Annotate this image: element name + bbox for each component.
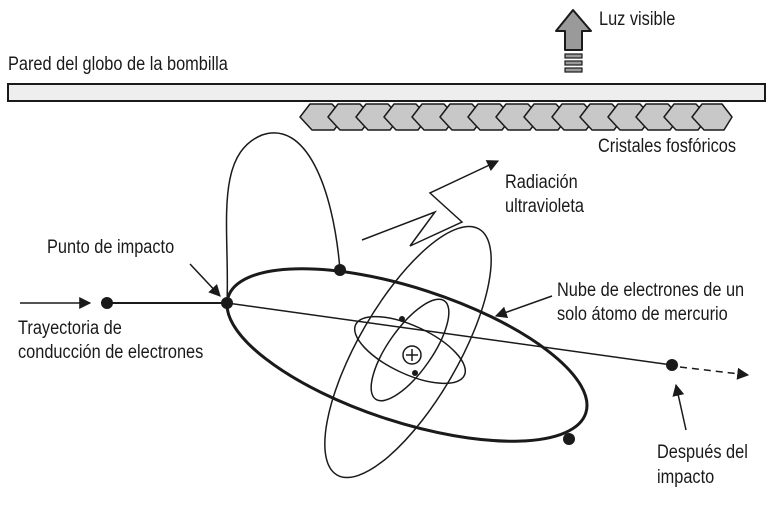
electron-cloud-label-line2: solo átomo de mercurio xyxy=(557,304,728,325)
impact-electron xyxy=(221,297,233,309)
phosphor-crystals xyxy=(299,103,733,131)
after-impact-label-line1: Después del xyxy=(657,442,748,463)
orbit-electron-top xyxy=(334,264,346,276)
orbit-electron-bottom xyxy=(563,433,575,445)
outgoing-electron-arrow xyxy=(679,366,750,380)
inner-orbit-a xyxy=(353,315,467,385)
electron-cloud-label-line1: Nube de electrones de un xyxy=(557,280,745,301)
after-impact-leader xyxy=(672,383,687,431)
visible-light-label: Luz visible xyxy=(599,9,676,30)
electron-trajectory xyxy=(226,302,673,366)
outer-orbit xyxy=(225,267,589,443)
scattered-electron xyxy=(666,359,678,371)
impact-point-leader xyxy=(189,263,221,297)
impact-point-label: Punto de impacto xyxy=(47,237,175,258)
bulb-wall-label: Pared del globo de la bombilla xyxy=(8,54,228,75)
bulb-wall xyxy=(7,83,766,102)
uv-radiation-label-line2: ultravioleta xyxy=(505,196,585,217)
inner-electron-a xyxy=(399,316,405,322)
plus-circle-icon xyxy=(402,345,422,365)
electron-cloud-leader xyxy=(494,295,553,319)
up-arrow-icon xyxy=(555,9,592,73)
conduction-path-label-line2: conducción de electrones xyxy=(18,342,204,363)
excited-orbit xyxy=(225,132,341,304)
after-impact-label-line2: impacto xyxy=(657,467,715,488)
uv-radiation-label-line1: Radiación xyxy=(505,172,578,193)
inner-electron-b xyxy=(412,370,418,376)
middle-orbit xyxy=(324,225,492,479)
conduction-path-label-line1: Trayectoria de xyxy=(18,318,122,339)
incoming-electron xyxy=(101,297,113,309)
inner-orbit-b xyxy=(370,298,450,402)
uv-radiation-arrow xyxy=(361,160,500,247)
phosphor-crystals-label: Cristales fosfóricos xyxy=(598,136,737,157)
